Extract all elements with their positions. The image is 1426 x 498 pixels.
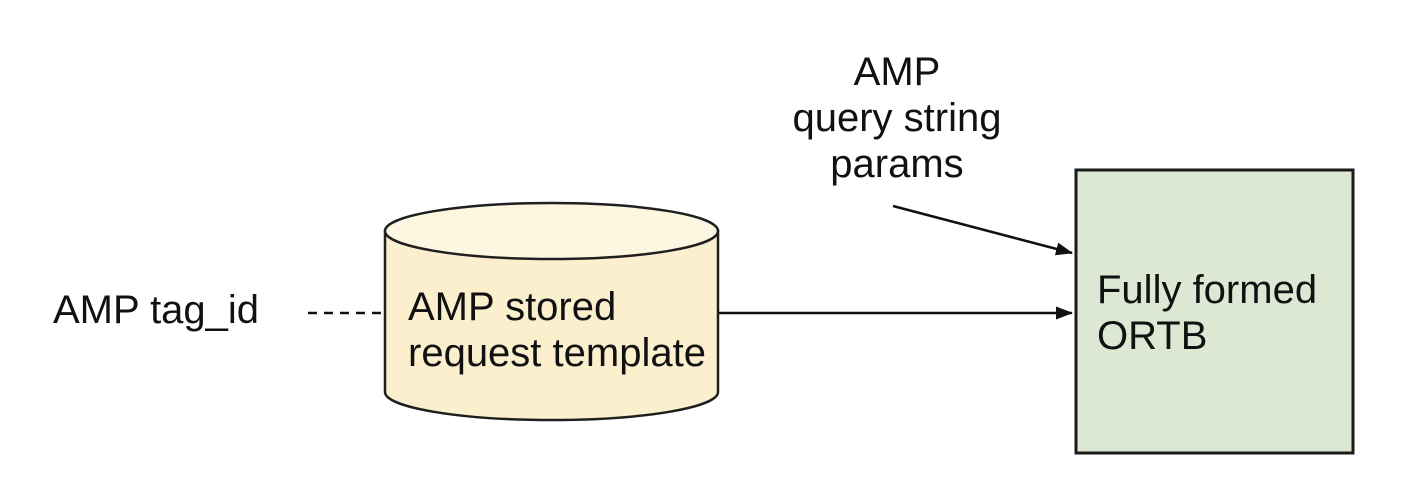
label-fully-formed-ortb: Fully formed ORTB [1097, 268, 1318, 358]
label-stored-request-template: AMP stored request template [408, 285, 706, 375]
ortb-box [1074, 168, 1355, 455]
cylinder-body [383, 229, 720, 422]
database-cylinder-shape [383, 201, 720, 422]
cylinder-top [383, 201, 720, 261]
edge-params-to-ortb [892, 204, 1073, 256]
label-query-string-params: AMP query string params [792, 50, 1002, 186]
label-amp-tag-id: AMP tag_id [53, 288, 260, 332]
